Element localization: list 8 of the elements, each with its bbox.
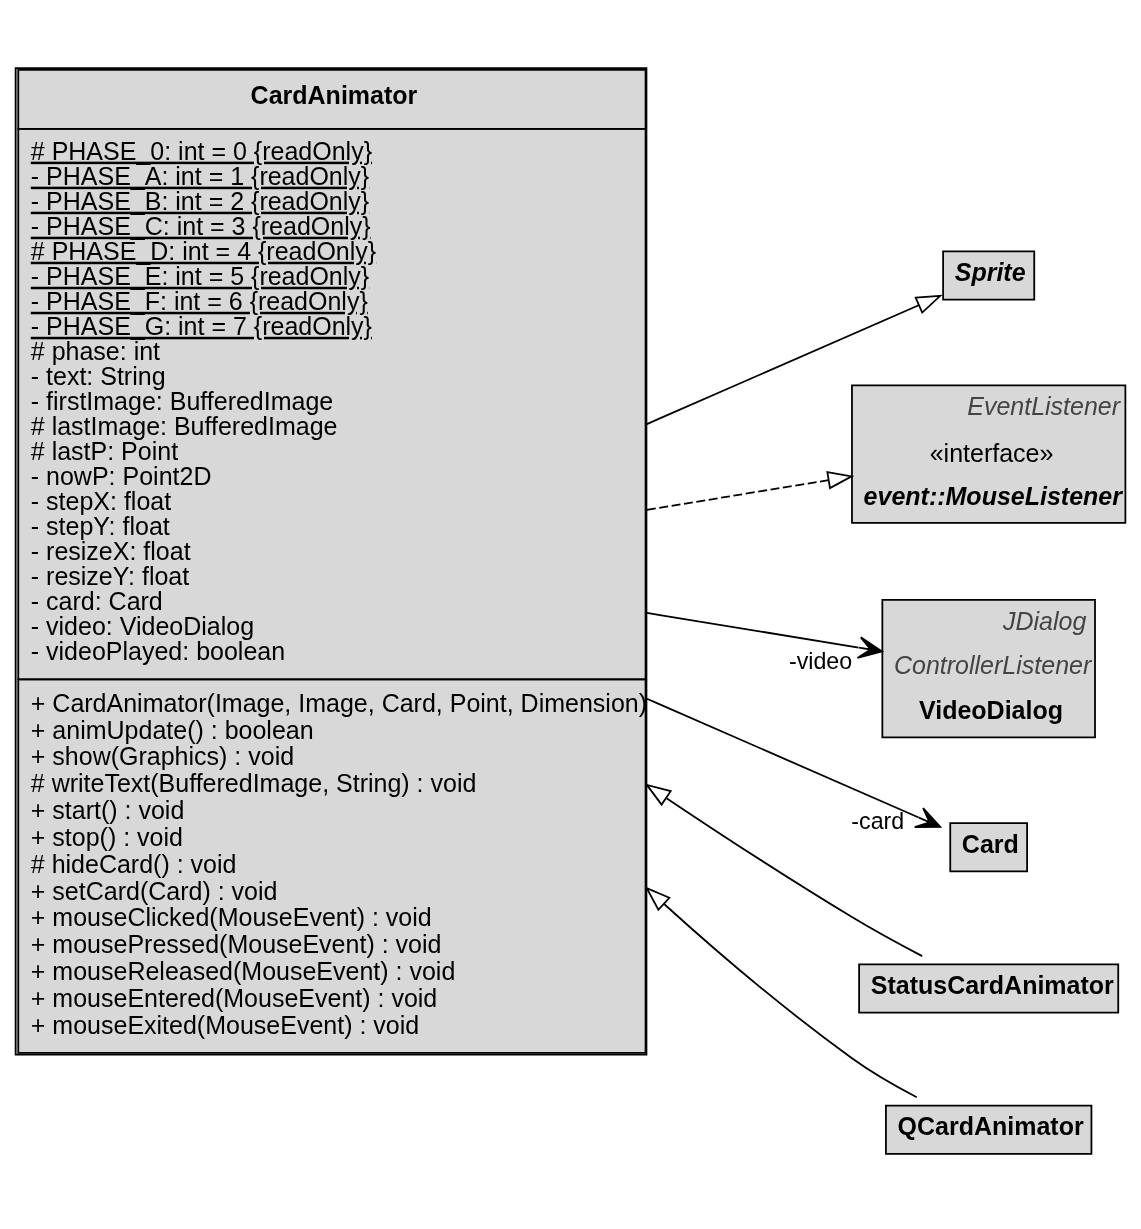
edge-label: -video: [788, 647, 853, 674]
arrow: [646, 611, 883, 659]
arrow: [644, 782, 924, 957]
arrow: [646, 294, 943, 425]
arrow: [644, 885, 918, 1098]
arrow: [646, 470, 855, 511]
edge-label: -card: [851, 807, 905, 834]
arrow: [646, 697, 942, 828]
